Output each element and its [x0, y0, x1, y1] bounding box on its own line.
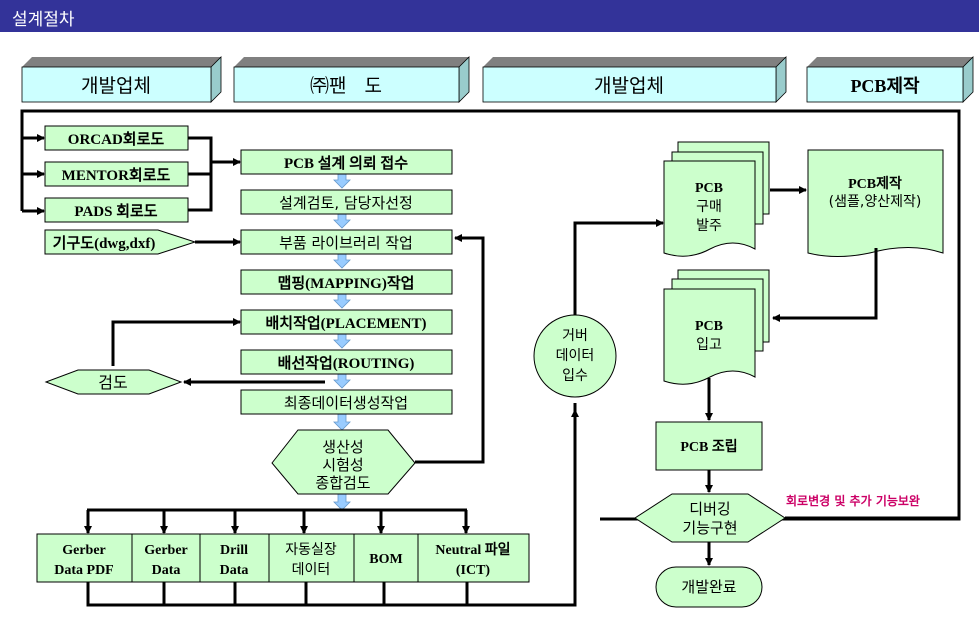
- svg-text:설계검토, 담당자선정: 설계검토, 담당자선정: [279, 194, 413, 212]
- svg-text:(ICT): (ICT): [456, 563, 491, 578]
- step-design-request: PCB 설계 의뢰 접수: [240, 149, 453, 175]
- svg-text:배치작업(PLACEMENT): 배치작업(PLACEMENT): [265, 314, 426, 332]
- svg-text:Data PDF: Data PDF: [54, 563, 114, 578]
- feedback-note: 회로변경 및 추가 기능보완: [786, 493, 920, 508]
- svg-text:데이터: 데이터: [556, 348, 595, 364]
- svg-text:Data: Data: [220, 563, 249, 578]
- lane-label: PCB제작: [850, 76, 920, 96]
- lane-label: ㈜팬 도: [310, 75, 382, 97]
- svg-text:PCB: PCB: [695, 319, 723, 334]
- debug-node: 디버깅 기능구현: [634, 493, 786, 543]
- svg-text:배선작업(ROUTING): 배선작업(ROUTING): [278, 354, 415, 372]
- input-mechanical: 기구도(dwg,dxf): [44, 229, 197, 255]
- input-pads: PADS 회로도: [44, 197, 189, 223]
- svg-text:입수: 입수: [562, 368, 588, 384]
- svg-text:검도: 검도: [98, 373, 127, 392]
- output-row: Gerber Data PDF Gerber Data Drill Data 자…: [36, 533, 530, 583]
- step-library: 부품 라이브러리 작업: [240, 229, 453, 255]
- step-routing: 배선작업(ROUTING): [240, 349, 453, 375]
- to-receipt-line: [772, 248, 878, 322]
- output-neutral-file: Neutral 파일 (ICT): [435, 542, 510, 578]
- svg-text:입고: 입고: [696, 337, 722, 353]
- page-title: 설계절차: [12, 10, 75, 30]
- library-feedback-line: [415, 234, 485, 464]
- pcb-receipt-node: PCB 입고: [663, 269, 770, 385]
- svg-text:Neutral 파일: Neutral 파일: [435, 542, 510, 558]
- lane-label: 개발업체: [81, 75, 151, 97]
- flow-arrows: [333, 173, 351, 511]
- lane-header-3: 개발업체: [482, 56, 787, 103]
- final-review-node: 생산성 시험성 종합검도: [271, 429, 416, 495]
- output-smt-data: 자동실장 데이터: [285, 542, 337, 578]
- step-placement: 배치작업(PLACEMENT): [240, 309, 453, 335]
- lane-header-1: 개발업체: [21, 56, 222, 103]
- svg-text:Drill: Drill: [220, 543, 248, 558]
- pcb-order-node: PCB 구매 발주: [663, 141, 770, 257]
- svg-text:거버: 거버: [562, 328, 588, 344]
- complete-node: 개발완료: [655, 566, 763, 608]
- svg-text:Gerber: Gerber: [144, 543, 188, 558]
- review-loop: [111, 318, 325, 386]
- svg-text:기구도(dwg,dxf): 기구도(dwg,dxf): [53, 235, 156, 252]
- to-order-line: [573, 219, 664, 315]
- svg-text:MENTOR회로도: MENTOR회로도: [62, 167, 171, 184]
- svg-text:PCB제작: PCB제작: [848, 175, 902, 192]
- output-gerber-pdf: Gerber Data PDF: [54, 543, 114, 578]
- gerber-receipt-node: 거버 데이터 입수: [533, 314, 617, 398]
- svg-text:PCB: PCB: [695, 181, 723, 196]
- svg-text:최종데이터생성작업: 최종데이터생성작업: [284, 394, 408, 412]
- review-node: 검도: [44, 369, 183, 395]
- pcb-fab-node: PCB제작 (샘플,양산제작): [807, 149, 944, 258]
- svg-text:기능구현: 기능구현: [682, 519, 737, 537]
- svg-text:시험성: 시험성: [322, 456, 363, 474]
- pcb-assembly-node: PCB 조립: [655, 421, 763, 471]
- svg-text:ORCAD회로도: ORCAD회로도: [68, 131, 165, 148]
- svg-text:PCB 조립: PCB 조립: [680, 439, 737, 455]
- svg-text:맵핑(MAPPING)작업: 맵핑(MAPPING)작업: [278, 274, 415, 292]
- svg-text:생산성: 생산성: [322, 438, 363, 456]
- input-mentor: MENTOR회로도: [44, 161, 189, 187]
- lane-header-2: ㈜팬 도: [233, 56, 470, 103]
- svg-text:종합검도: 종합검도: [315, 474, 370, 492]
- svg-text:부품 라이브러리 작업: 부품 라이브러리 작업: [279, 234, 413, 252]
- output-distribution: [84, 403, 579, 607]
- output-drill-data: Drill Data: [220, 543, 249, 578]
- svg-text:데이터: 데이터: [292, 562, 331, 578]
- output-bom: BOM: [369, 552, 402, 567]
- svg-text:구매: 구매: [696, 199, 722, 215]
- svg-text:(샘플,양산제작): (샘플,양산제작): [829, 194, 922, 210]
- svg-text:PADS 회로도: PADS 회로도: [74, 203, 157, 220]
- lane-header-4: PCB제작: [806, 56, 974, 103]
- step-mapping: 맵핑(MAPPING)작업: [240, 269, 453, 295]
- svg-text:자동실장: 자동실장: [285, 542, 337, 558]
- svg-text:Data: Data: [152, 563, 181, 578]
- step-final-data: 최종데이터생성작업: [240, 389, 453, 415]
- step-design-review: 설계검토, 담당자선정: [240, 189, 453, 215]
- input-orcad: ORCAD회로도: [44, 125, 189, 151]
- svg-text:Gerber: Gerber: [62, 543, 106, 558]
- svg-text:개발완료: 개발완료: [681, 578, 736, 596]
- svg-text:발주: 발주: [696, 218, 722, 234]
- output-gerber-data: Gerber Data: [144, 543, 188, 578]
- lane-label: 개발업체: [594, 75, 664, 97]
- merge-connector: [188, 136, 241, 246]
- svg-text:디버깅: 디버깅: [689, 500, 730, 518]
- svg-text:BOM: BOM: [369, 552, 402, 567]
- svg-text:PCB 설계 의뢰 접수: PCB 설계 의뢰 접수: [284, 154, 408, 172]
- title-bar: 설계절차: [0, 0, 979, 32]
